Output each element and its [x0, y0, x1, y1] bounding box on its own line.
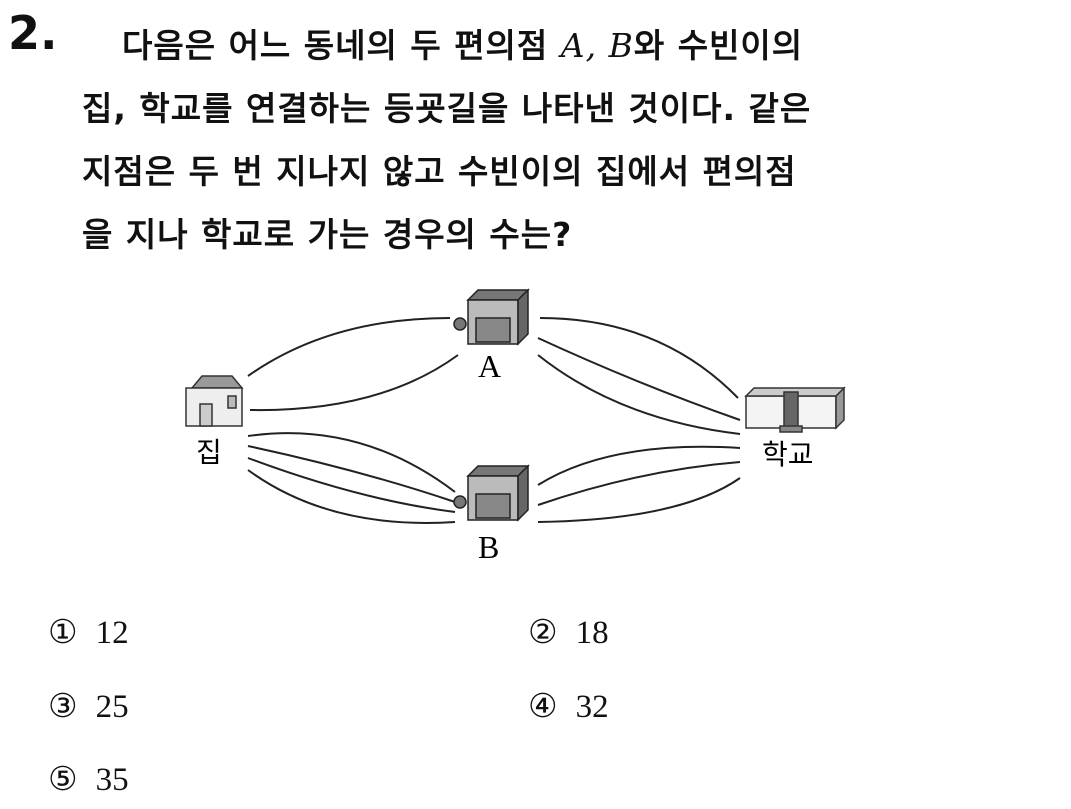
store-a-icon — [453, 288, 530, 346]
problem-stem: 다음은 어느 동네의 두 편의점 A, B와 수빈이의 집, 학교를 연결하는 … — [82, 14, 1032, 266]
stem-line-1: 다음은 어느 동네의 두 편의점 A, B와 수빈이의 — [82, 14, 1032, 77]
road-home-a — [249, 354, 459, 412]
road-a-school — [537, 337, 741, 421]
choice-4[interactable]: ④ 32 — [528, 686, 609, 726]
store-b-label: B — [478, 529, 499, 565]
store-b-icon — [453, 464, 530, 522]
school-label: 학교 — [762, 438, 814, 471]
choice-value: 18 — [575, 615, 609, 651]
comma: , — [585, 26, 609, 65]
road-b-school — [537, 445, 741, 486]
road-home-b — [247, 432, 456, 493]
store-a-label: A — [478, 348, 501, 384]
house-icon — [185, 375, 244, 427]
road-a-school — [537, 354, 741, 435]
stem-line-3: 지점은 두 번 지나지 않고 수빈이의 집에서 편의점 — [82, 152, 797, 191]
road-home-a — [247, 317, 451, 377]
road-home-b — [247, 457, 456, 513]
choice-1[interactable]: ① 12 — [48, 612, 129, 652]
road-b-school — [537, 477, 741, 523]
choice-mark: ④ — [528, 689, 558, 725]
road-a-school — [539, 317, 739, 399]
choice-mark: ⑤ — [48, 762, 78, 798]
problem-number: 2. — [8, 6, 58, 60]
choice-3[interactable]: ③ 25 — [48, 686, 129, 726]
school-icon — [744, 386, 846, 433]
road-home-b — [247, 469, 456, 524]
stem-text: 다음은 어느 동네의 두 편의점 — [122, 26, 561, 65]
stem-text: 와 수빈이의 — [633, 26, 804, 65]
choice-value: 12 — [95, 615, 129, 651]
var-a: A — [560, 26, 586, 65]
stem-line-2: 집, 학교를 연결하는 등굣길을 나타낸 것이다. 같은 — [82, 89, 812, 128]
choice-mark: ② — [528, 615, 558, 651]
stem-line-4: 을 지나 학교로 가는 경우의 수는? — [82, 215, 573, 254]
choice-2[interactable]: ② 18 — [528, 612, 609, 652]
home-label: 집 — [196, 436, 222, 469]
choice-mark: ① — [48, 615, 78, 651]
choice-value: 25 — [95, 689, 129, 725]
var-b: B — [608, 26, 634, 65]
choice-5[interactable]: ⑤ 35 — [48, 759, 129, 799]
road-home-b — [247, 445, 456, 503]
choice-mark: ③ — [48, 689, 78, 725]
roads — [247, 317, 741, 524]
choice-value: 32 — [575, 689, 609, 725]
road-b-school — [537, 461, 741, 506]
choice-value: 35 — [95, 762, 129, 798]
